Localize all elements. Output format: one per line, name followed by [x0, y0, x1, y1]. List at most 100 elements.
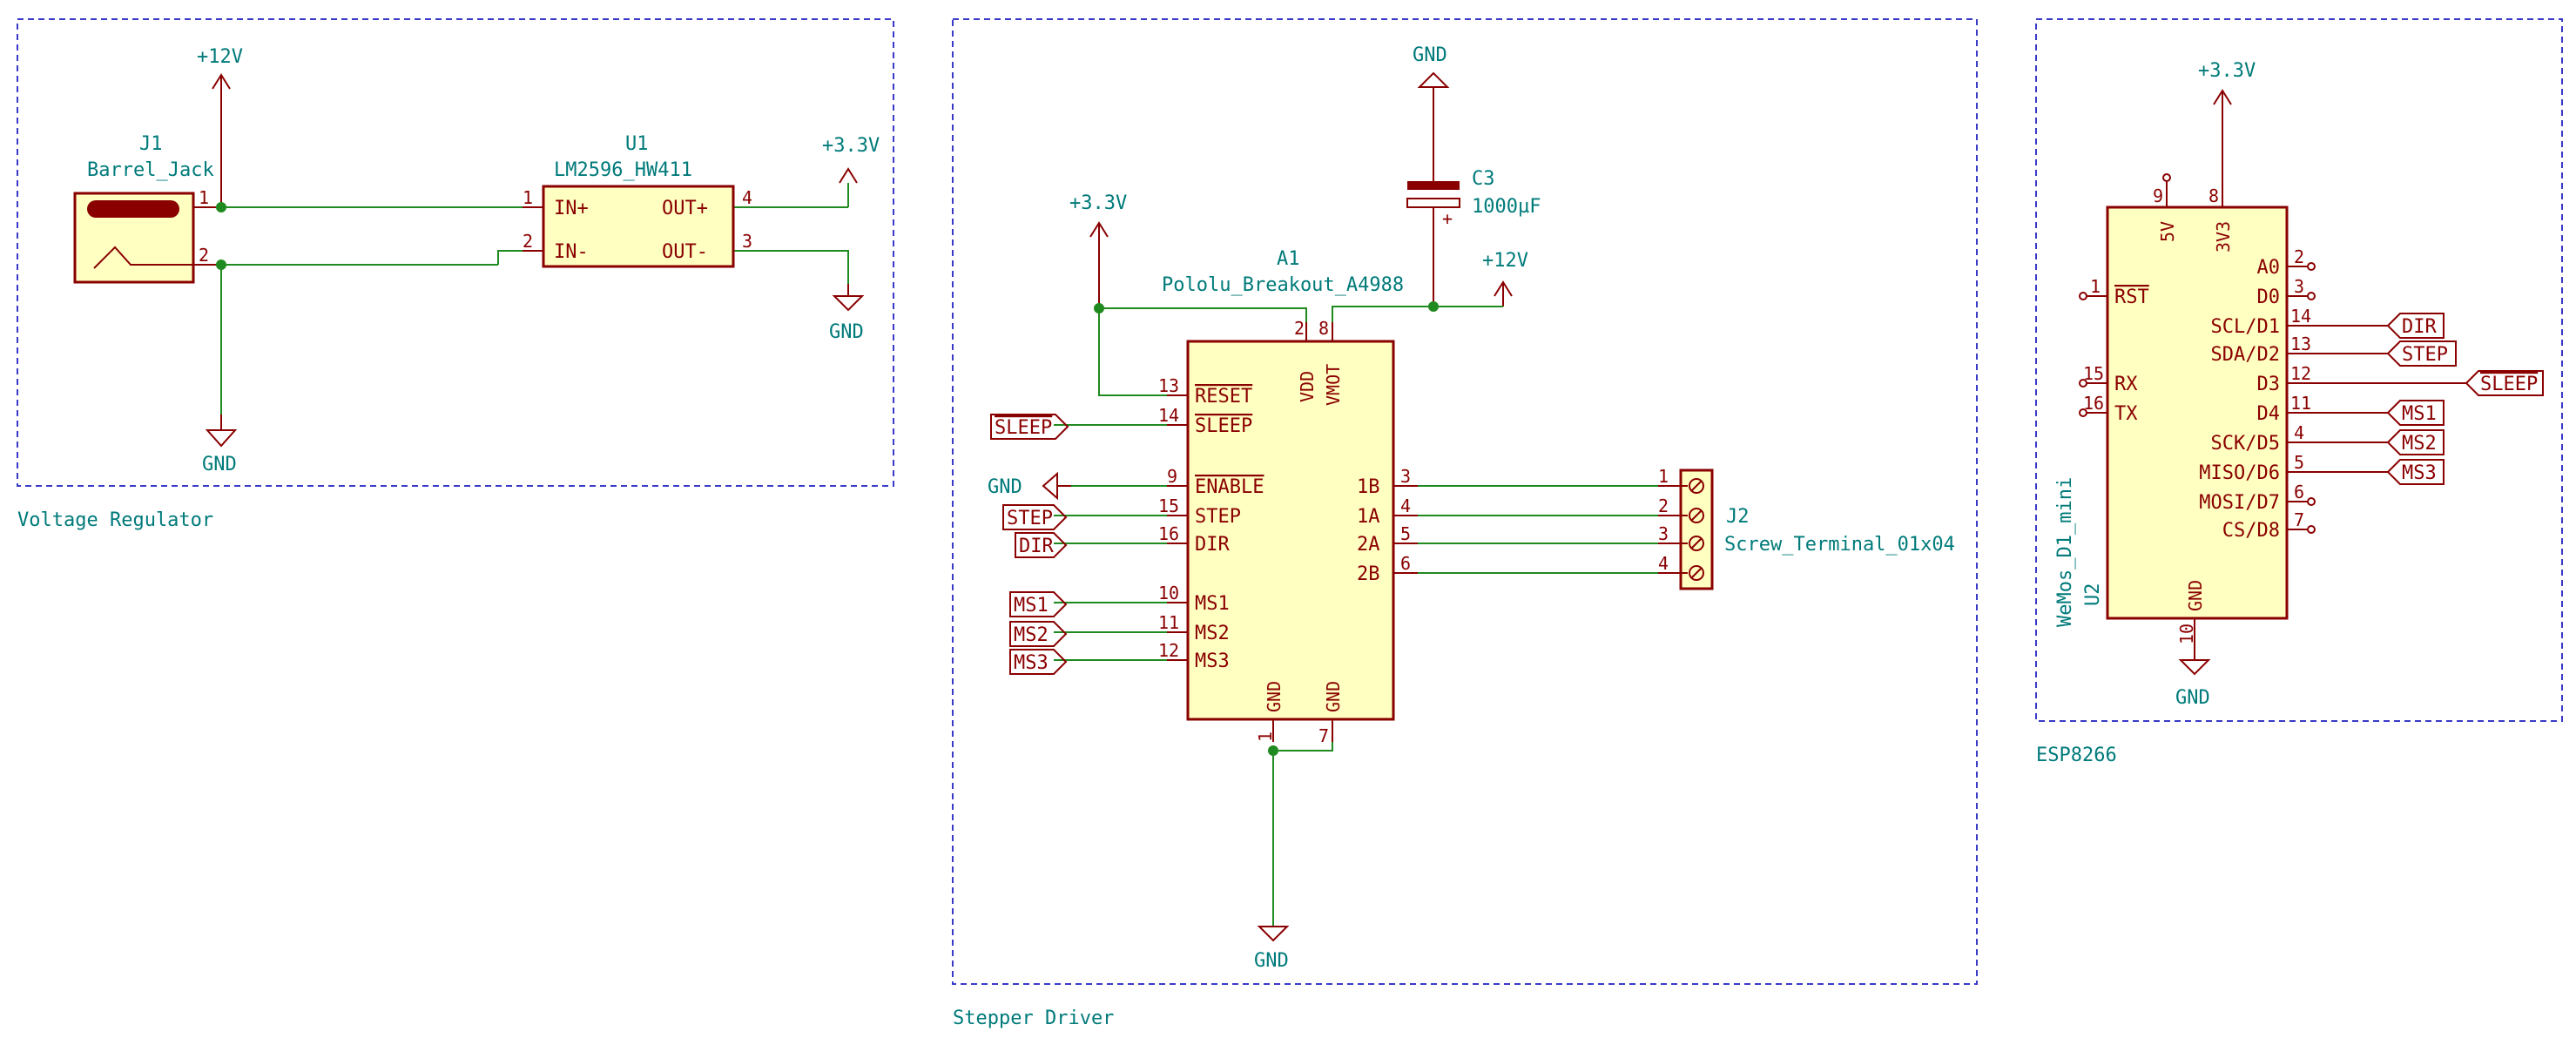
power-12v-label: +12V — [197, 46, 243, 68]
label-ms3[interactable]: MS3 — [2386, 459, 2445, 485]
u2-pin-name: CS/D8 — [2222, 520, 2280, 542]
u1-value: LM2596_HW411 — [554, 159, 692, 181]
gnd-symbol-enable: GND — [988, 471, 1071, 501]
u2-pin-num: 15 — [2083, 363, 2104, 384]
a1-vmot-name: VMOT — [1323, 364, 1344, 406]
gnd-label: GND — [1254, 950, 1289, 972]
regulator-u1[interactable]: U1 LM2596_HW411 1 2 IN+ IN- OUT+ OUT- 4 … — [523, 133, 752, 268]
a1-pin-num: 15 — [1158, 495, 1179, 516]
a1-pin-name: 2A — [1357, 534, 1380, 556]
c3-value: 1000µF — [1472, 196, 1541, 218]
gnd-symbol: GND — [1254, 926, 1290, 972]
u2-pin-num: 13 — [2290, 334, 2311, 354]
a1-pin-name-reset: RESET — [1195, 386, 1252, 408]
j1-pin2-num: 2 — [199, 245, 209, 266]
a1-pin-num: 3 — [1400, 466, 1411, 487]
label-ms3-text: MS3 — [1014, 652, 1049, 674]
sheet-title-regulator: Voltage Regulator — [17, 509, 213, 531]
power-3v3-label: +3.3V — [1069, 192, 1127, 214]
u2-pin-num: 12 — [2290, 363, 2311, 384]
a1-vdd-num: 2 — [1294, 318, 1305, 339]
label-sleep[interactable]: SLEEP — [990, 414, 1069, 440]
j1-value: Barrel_Jack — [87, 159, 214, 181]
power-3v3-symbol: +3.3V — [1069, 192, 1127, 308]
a1-pin-num: 5 — [1400, 523, 1411, 544]
sheet-title-stepper: Stepper Driver — [953, 1008, 1114, 1029]
power-3v3-label: +3.3V — [822, 135, 880, 157]
esp-section: +3.3V 9 8 5V 3V3 1 15 1 — [2054, 60, 2544, 709]
label-sleep-text: SLEEP — [2480, 374, 2538, 395]
j2-pin-num: 1 — [1658, 466, 1669, 487]
label-dir[interactable]: DIR — [2386, 313, 2445, 339]
a1-pin-num: 9 — [1167, 466, 1177, 487]
power-3v3-symbol: +3.3V — [822, 135, 880, 184]
power-3v3-symbol: +3.3V — [2198, 60, 2256, 207]
a1-gnd7-name: GND — [1323, 681, 1344, 712]
a1-gnd1-name: GND — [1264, 681, 1285, 712]
label-ms1-text: MS1 — [1014, 595, 1049, 617]
stepper-wires — [1054, 306, 1658, 927]
capacitor-c3[interactable]: C3 1000µF + — [1406, 168, 1541, 307]
label-dir-text: DIR — [1019, 536, 1054, 557]
u2-pin-name: SCL/D1 — [2211, 316, 2280, 338]
esp-module-u2[interactable]: 9 8 5V 3V3 1 15 16 RST RX TX — [2054, 173, 2466, 660]
label-ms2[interactable]: MS2 — [1009, 621, 1068, 647]
j2-pin-num: 4 — [1658, 553, 1669, 574]
barrel-jack-j1[interactable]: J1 Barrel_Jack 1 2 — [73, 133, 221, 284]
gnd-symbol: GND — [2175, 659, 2211, 709]
u2-5v-num: 9 — [2153, 185, 2163, 206]
a1-vdd-name: VDD — [1297, 371, 1318, 402]
junction-dot — [1268, 745, 1278, 756]
u1-pin3-name: OUT- — [662, 241, 708, 263]
a1-pin-name: 1B — [1357, 476, 1380, 498]
c3-polarity: + — [1442, 208, 1453, 229]
junction-dot — [216, 260, 226, 270]
a1-pin-num: 4 — [1400, 495, 1411, 516]
gnd-symbol: GND — [202, 415, 238, 475]
stepper-driver-a1[interactable]: A1 Pololu_Breakout_A4988 2 8 VDD VMOT 13 — [1158, 248, 1418, 746]
gnd-symbol: GND — [829, 284, 865, 343]
j2-ref: J2 — [1726, 506, 1750, 528]
label-sleep-text: SLEEP — [995, 417, 1052, 439]
a1-pin-name-enable: ENABLE — [1195, 476, 1264, 498]
a1-pin-name: STEP — [1195, 506, 1241, 528]
sheet-title-esp: ESP8266 — [2036, 745, 2117, 766]
u1-pin4-name: OUT+ — [662, 198, 708, 219]
a1-right-pins — [1393, 485, 1418, 574]
label-ms1[interactable]: MS1 — [1009, 591, 1068, 617]
label-sleep[interactable]: SLEEP — [2465, 370, 2544, 396]
power-3v3-label: +3.3V — [2198, 60, 2256, 82]
u2-pin-name: MISO/D6 — [2199, 462, 2280, 484]
u2-pin-name: SDA/D2 — [2211, 344, 2280, 366]
u2-pin-num: 14 — [2290, 306, 2311, 327]
u2-pin-name: D3 — [2257, 374, 2281, 395]
label-ms2[interactable]: MS2 — [2386, 429, 2445, 455]
gnd-label: GND — [2175, 687, 2210, 709]
u2-pin-num: 2 — [2294, 246, 2304, 267]
u1-pin2-name: IN- — [554, 241, 589, 263]
u2-gnd-name: GND — [2185, 580, 2206, 611]
label-ms3[interactable]: MS3 — [1009, 649, 1068, 675]
label-ms2-text: MS2 — [1014, 624, 1049, 646]
gnd-label: GND — [1413, 44, 1447, 66]
u2-pin-num: 1 — [2090, 276, 2101, 297]
a1-pin-num: 14 — [1158, 405, 1179, 426]
u1-ref: U1 — [625, 133, 649, 155]
label-step[interactable]: STEP — [1002, 504, 1068, 530]
label-step[interactable]: STEP — [2386, 340, 2457, 367]
u1-pin2-num: 2 — [523, 231, 533, 252]
sheet-border-regulator — [17, 18, 894, 487]
a1-pin-name: 1A — [1357, 506, 1380, 528]
c3-ref: C3 — [1472, 168, 1495, 190]
u2-pin-num: 5 — [2294, 452, 2304, 473]
screw-terminal-j2[interactable]: 1 2 3 4 J2 Screw_Terminal_01x04 — [1658, 466, 1955, 590]
a1-pin-num: 11 — [1158, 612, 1179, 633]
u2-pin-name: RX — [2114, 374, 2138, 395]
label-ms1[interactable]: MS1 — [2386, 400, 2445, 426]
label-dir[interactable]: DIR — [1015, 532, 1068, 558]
u2-ref: U2 — [2082, 583, 2104, 607]
a1-pin-num: 16 — [1158, 523, 1179, 544]
u2-pin-name: SCK/D5 — [2211, 433, 2280, 455]
gnd-symbol: GND — [1413, 44, 1450, 181]
